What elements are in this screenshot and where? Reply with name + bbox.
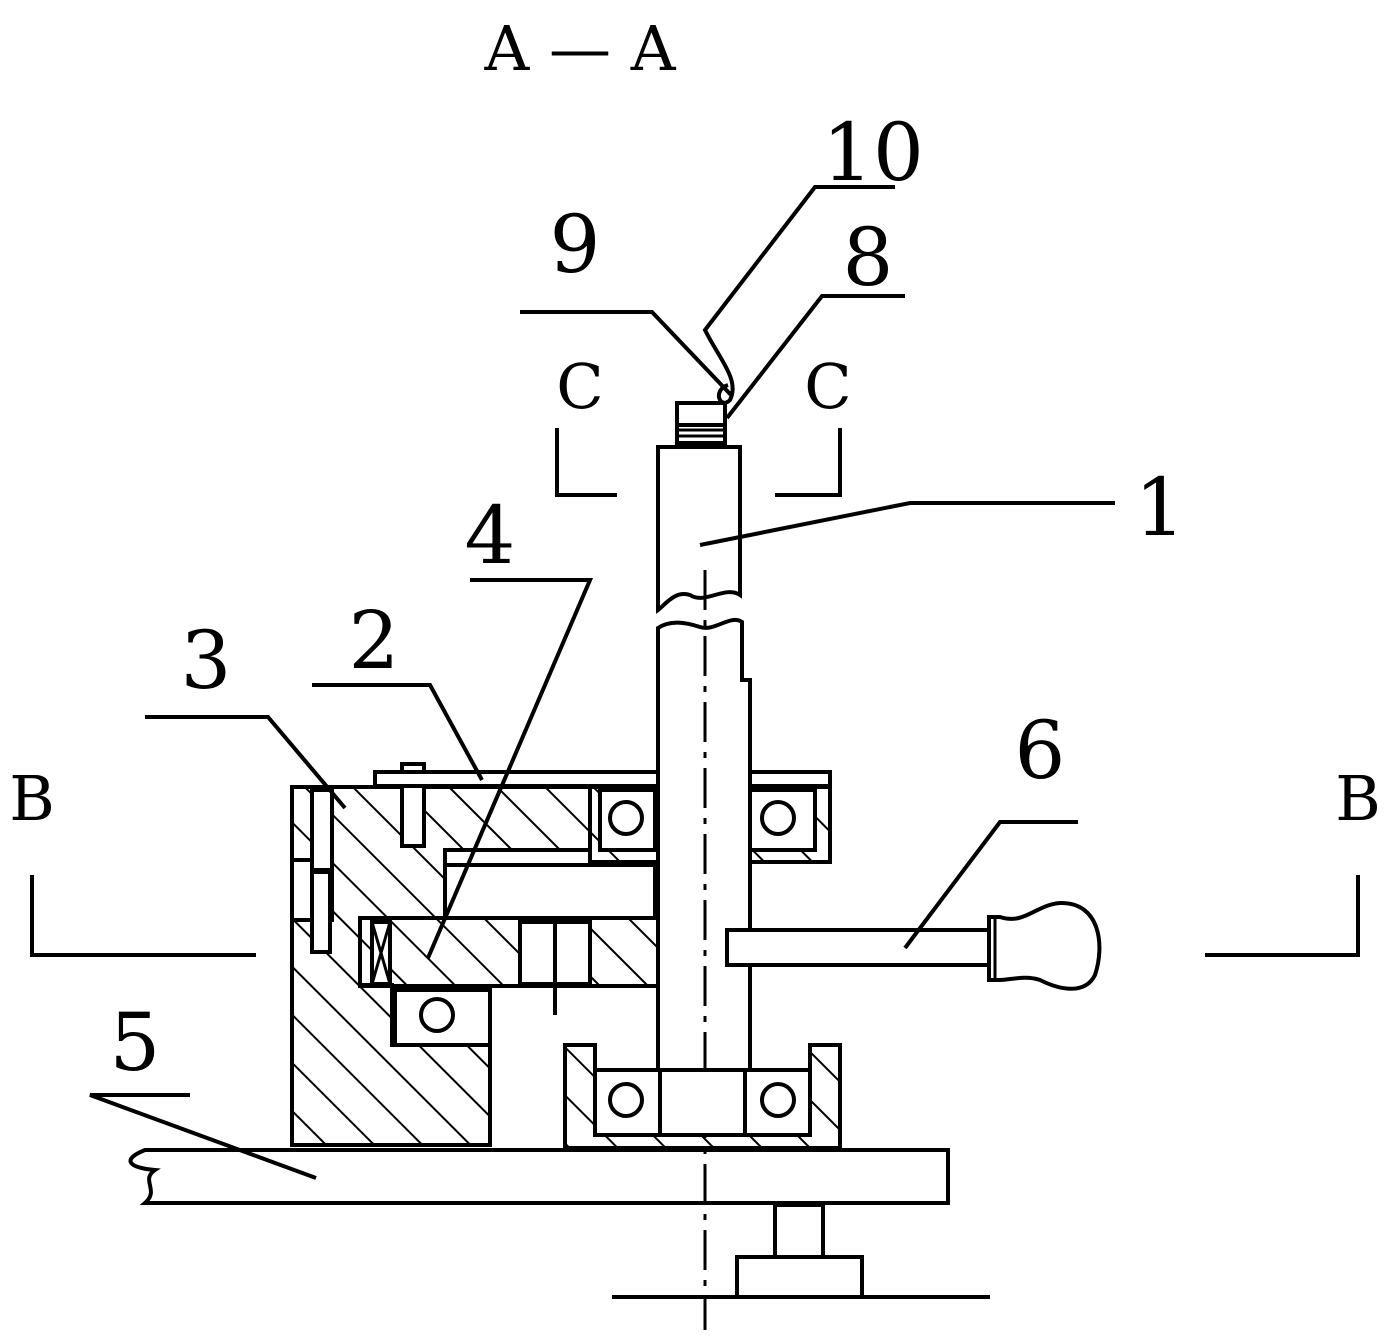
section-mark-c-right: C: [804, 350, 851, 423]
lower-bearing-housing: [563, 1043, 842, 1150]
part-label-6: 6: [1015, 704, 1066, 797]
part-label-2: 2: [349, 594, 400, 687]
section-title: A — A: [484, 12, 677, 85]
section-mark-b-right: B: [1335, 762, 1381, 835]
part-label-1: 1: [1135, 461, 1186, 554]
leader-lines: [89, 185, 1115, 1180]
cover-plate: [373, 770, 832, 788]
part-label-3: 3: [181, 614, 232, 707]
section-mark-b-left: B: [9, 762, 55, 835]
part-label-5: 5: [110, 996, 161, 1089]
section-brackets: [30, 428, 1360, 957]
gear: [358, 863, 682, 1015]
handle: [725, 900, 1102, 991]
part-label-8: 8: [843, 211, 894, 304]
shaft: [656, 401, 752, 1330]
part-label-10: 10: [822, 106, 924, 199]
part-label-4: 4: [465, 489, 516, 582]
section-mark-c-left: C: [556, 350, 603, 423]
part-label-9: 9: [550, 198, 601, 291]
base-plate: [128, 1148, 990, 1299]
lower-left-bearing: [393, 988, 492, 1047]
